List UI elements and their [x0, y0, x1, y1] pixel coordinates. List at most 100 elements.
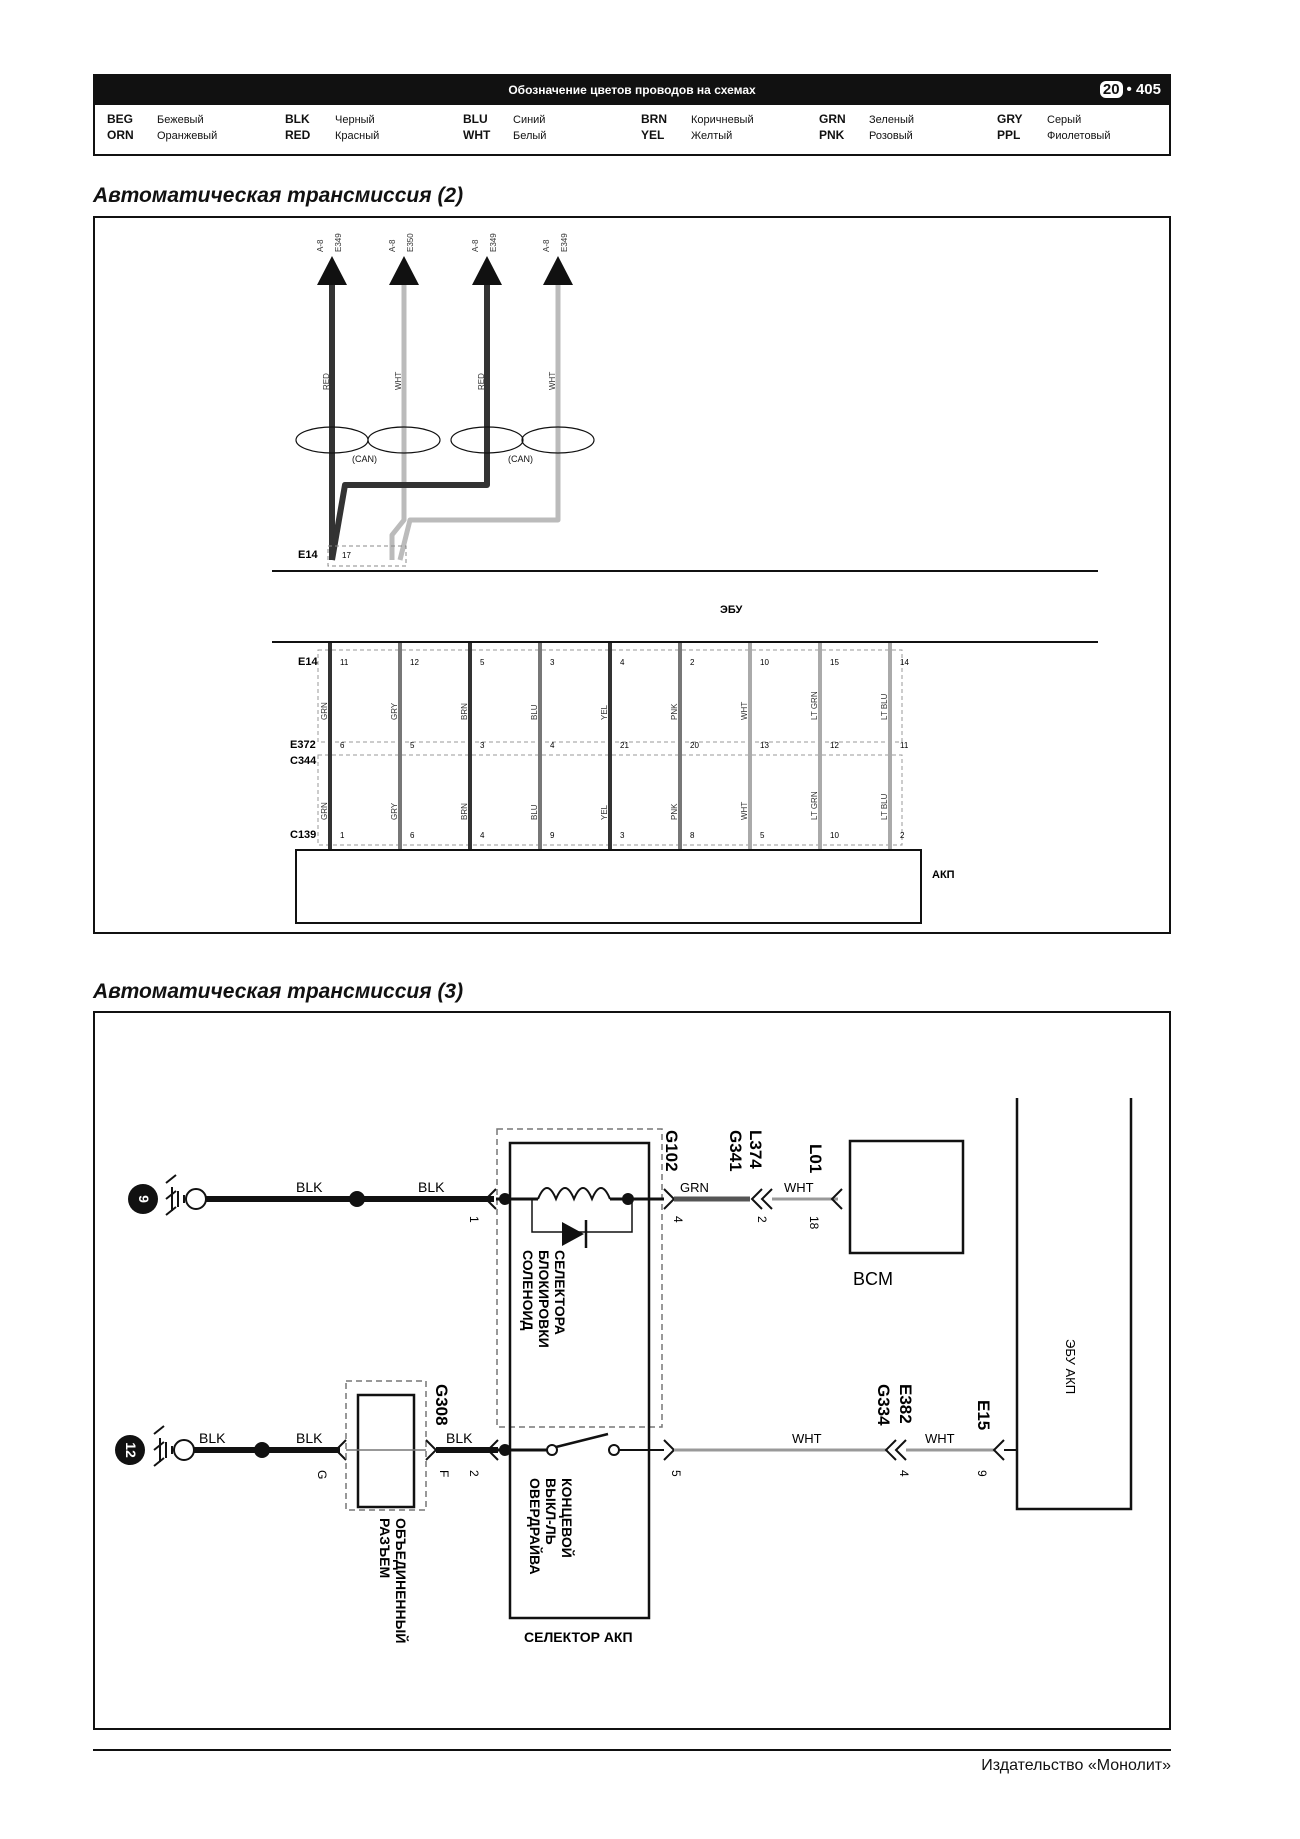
wire-4-color: WHT	[548, 372, 557, 390]
pin-e14: 11	[340, 658, 349, 667]
legend-color-name: Бежевый	[157, 114, 204, 126]
can-twist-4	[521, 426, 595, 454]
wire-color-label: YEL	[600, 804, 609, 820]
wire-color-label: GRN	[320, 802, 329, 820]
pin-e372: 4	[550, 741, 555, 750]
legend-color-name: Желтый	[691, 130, 733, 142]
legend-code: WHT	[463, 128, 491, 142]
wire-color-label: BLU	[530, 804, 539, 820]
arrow-3-conn: E349	[489, 233, 498, 252]
switch-label-1: КОНЦЕВОЙ	[559, 1478, 576, 1558]
legend-color-name: Красный	[335, 130, 380, 142]
conn-g334: G334	[874, 1384, 893, 1426]
akp-wire-bundle: 1161GRNGRN1256GRYGRY534BRNBRN349BLUBLU42…	[317, 643, 909, 850]
e372-label: E372	[290, 739, 316, 751]
wire-wht-1	[389, 285, 407, 560]
switch-contact-1	[546, 1444, 558, 1456]
wire-color-label: WHT	[740, 802, 749, 820]
arrow-2	[389, 256, 419, 285]
pin-c139: 4	[480, 831, 485, 840]
wire-color-label: GRY	[390, 702, 399, 720]
legend-code: GRN	[819, 112, 846, 126]
switch-lever	[555, 1432, 609, 1449]
connector-l01	[830, 1188, 843, 1210]
arrow-4-conn: E349	[560, 233, 569, 252]
conn-g308: G308	[432, 1384, 451, 1426]
legend-code: RED	[285, 128, 311, 142]
pin-e372: 13	[760, 741, 769, 750]
pin-2: 2	[755, 1216, 769, 1223]
wire-color-label: BRN	[460, 803, 469, 820]
bcm-block	[848, 1139, 965, 1255]
pin-c139: 9	[550, 831, 555, 840]
ground-9-marker	[128, 1184, 158, 1214]
connector-pin-f	[425, 1439, 438, 1461]
joint-connector-block	[356, 1393, 416, 1509]
akp-label: АКП	[932, 869, 955, 881]
wire-wht-ecu-label: WHT	[792, 1431, 822, 1446]
diagram-2-title: Автоматическая трансмиссия (2)	[93, 184, 464, 207]
pin-f: F	[437, 1470, 451, 1477]
page-label: • 405	[1126, 81, 1161, 98]
pin-e372: 6	[340, 741, 345, 750]
pin-c139: 2	[900, 831, 905, 840]
legend-entry: RED Красный	[285, 128, 379, 144]
wire-grn-label: GRN	[680, 1180, 709, 1195]
c139-label: C139	[290, 829, 316, 841]
akp-block	[295, 849, 922, 924]
arrow-3	[472, 256, 502, 285]
legend-header-bar: Обозначение цветов проводов на схемах 20…	[95, 76, 1169, 105]
pin-c139: 1	[340, 831, 345, 840]
arrow-1	[317, 256, 347, 285]
wire-wht-bcm-label: WHT	[784, 1180, 814, 1195]
wire-color-legend: Обозначение цветов проводов на схемах 20…	[93, 74, 1171, 156]
legend-code: PNK	[819, 128, 845, 142]
harness-arrows	[317, 256, 573, 285]
footer-rule	[93, 1749, 1171, 1751]
switch-label-2: ВЫКЛ-ЛЬ	[543, 1478, 559, 1545]
wire-blk-label-5: BLK	[446, 1430, 473, 1446]
selector-node-4	[622, 1193, 634, 1205]
arrow-4	[543, 256, 573, 285]
legend-color-name: Зеленый	[869, 114, 915, 126]
splice-9	[349, 1191, 365, 1207]
wire-red-2	[329, 285, 490, 561]
switch-contact-2	[608, 1444, 620, 1456]
arrow-4-ref: A-8	[542, 239, 551, 252]
pin-9: 9	[975, 1470, 989, 1477]
solenoid-label-3: СЕЛЕКТОРА	[552, 1250, 568, 1335]
connector-pin-5	[663, 1439, 676, 1461]
pin-e14: 4	[620, 658, 625, 667]
legend-code: BEG	[107, 112, 134, 126]
pin-e372: 5	[410, 741, 415, 750]
splice-12	[254, 1442, 270, 1458]
wire-color-label: PNK	[670, 803, 679, 820]
selector-node-2	[499, 1444, 511, 1456]
wire-blk-label-3: BLK	[199, 1430, 226, 1446]
diagram-2-frame	[93, 216, 1171, 934]
pin-e372: 20	[690, 741, 699, 750]
pin-e372: 11	[900, 741, 909, 750]
conn-l374: L374	[746, 1130, 765, 1169]
selector-harness-outline	[496, 1128, 663, 1428]
wire-2-color: WHT	[394, 372, 403, 390]
legend-code: YEL	[641, 128, 665, 142]
wire-color-label: BLU	[530, 704, 539, 720]
arrow-2-ref: A-8	[388, 239, 397, 252]
arrow-1-ref: A-8	[316, 239, 325, 252]
joint-label-2: РАЗЪЕМ	[377, 1518, 393, 1578]
solenoid-label-2: БЛОКИРОВКИ	[536, 1250, 552, 1348]
legend-entry: YEL Желтый	[641, 128, 754, 144]
arrow-2-conn: E350	[406, 233, 415, 252]
wire-1-color: RED	[322, 373, 331, 390]
connector-pin-2	[486, 1439, 499, 1461]
